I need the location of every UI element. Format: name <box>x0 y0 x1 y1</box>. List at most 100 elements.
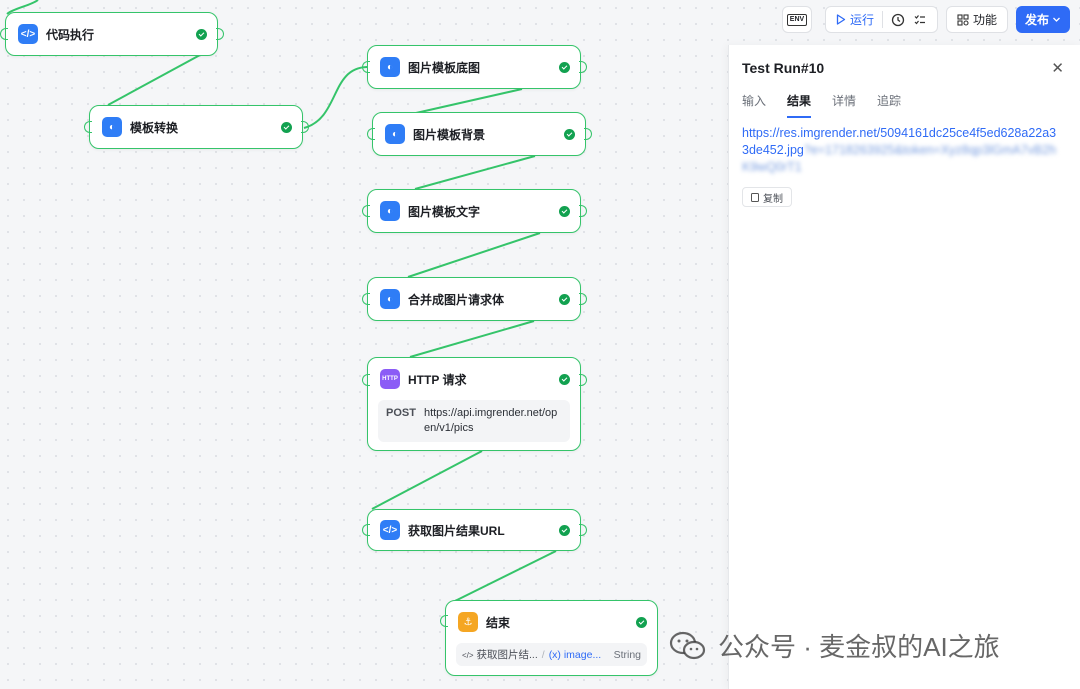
success-check-icon <box>196 28 207 40</box>
end-variable-type: String <box>613 648 641 661</box>
end-variable: (x) image... <box>548 648 602 661</box>
edge-code-to-template <box>107 54 201 106</box>
test-run-panel: Test Run#10 ✕ 输入 结果 详情 追踪 https://res.im… <box>728 45 1080 689</box>
template-icon: ◐ <box>102 117 122 137</box>
node-title: 图片模板文字 <box>408 204 481 219</box>
edge-base-to-bg <box>415 88 523 114</box>
node-code-exec[interactable]: </> 代码执行 <box>0 12 224 56</box>
code-icon: </> <box>462 651 474 660</box>
tab-trace[interactable]: 追踪 <box>877 94 902 108</box>
end-icon: ⚓ <box>458 612 478 632</box>
node-merge-request-body[interactable]: ◐ 合并成图片请求体 <box>362 277 587 321</box>
publish-label: 发布 <box>1024 13 1049 27</box>
success-check-icon <box>559 61 570 73</box>
tab-input[interactable]: 输入 <box>742 94 767 108</box>
run-label: 运行 <box>849 13 874 27</box>
template-icon: ◐ <box>380 201 400 221</box>
edge-geturl-to-end <box>454 550 557 602</box>
success-check-icon <box>559 205 570 217</box>
input-port[interactable] <box>367 128 375 140</box>
run-button[interactable]: 运行 <box>836 11 874 28</box>
http-icon: HTTP <box>380 369 400 389</box>
toolbar-divider <box>882 11 883 28</box>
env-button[interactable]: ENV <box>782 6 812 33</box>
output-port[interactable] <box>584 128 592 140</box>
node-title: HTTP 请求 <box>408 372 467 387</box>
output-port[interactable] <box>579 374 587 386</box>
template-icon: ◐ <box>380 57 400 77</box>
output-port[interactable] <box>579 205 587 217</box>
node-template-background[interactable]: ◐ 图片模板背景 <box>367 112 592 156</box>
input-port[interactable] <box>362 293 370 305</box>
output-port[interactable] <box>579 61 587 73</box>
node-title: 图片模板背景 <box>413 127 486 142</box>
end-separator: / <box>541 648 545 661</box>
end-output-variable: </> 获取图片结... / (x) image... String <box>456 643 647 666</box>
panel-tabs: 输入 结果 详情 追踪 <box>742 92 922 118</box>
edge-http-to-geturl <box>371 450 483 510</box>
watermark-text: 公众号 · 麦金叔的AI之旅 <box>718 632 1000 662</box>
close-icon[interactable]: ✕ <box>1051 60 1064 77</box>
result-url[interactable]: https://res.imgrender.net/5094161dc25ce4… <box>742 125 1062 176</box>
http-request-summary: POST https://api.imgrender.net/open/v1/p… <box>378 400 570 442</box>
output-port[interactable] <box>579 293 587 305</box>
success-check-icon <box>564 128 575 140</box>
history-icon[interactable] <box>891 13 905 27</box>
edge-text-to-merge <box>407 232 541 278</box>
node-title: 图片模板底图 <box>408 60 481 75</box>
node-http-request[interactable]: HTTP HTTP 请求 POST https://api.imgrender.… <box>362 357 587 451</box>
features-icon <box>957 13 969 26</box>
features-button[interactable]: 功能 <box>946 6 1008 33</box>
http-method: POST <box>386 407 416 419</box>
tab-details[interactable]: 详情 <box>832 94 857 108</box>
input-port[interactable] <box>0 28 8 40</box>
node-title: 合并成图片请求体 <box>408 292 505 307</box>
input-port[interactable] <box>440 615 448 627</box>
input-port[interactable] <box>84 121 92 133</box>
run-toolbar-group: 运行 <box>825 6 938 33</box>
play-icon <box>836 14 846 25</box>
success-check-icon <box>559 524 570 536</box>
node-title: 模板转换 <box>130 120 179 135</box>
output-port[interactable] <box>301 121 309 133</box>
copy-icon <box>751 192 759 202</box>
success-check-icon <box>559 373 570 385</box>
node-template-text[interactable]: ◐ 图片模板文字 <box>362 189 587 233</box>
copy-label: 复制 <box>763 193 783 205</box>
result-url-obscured: ?e=1718263925&token=Xyz8qp3lGmA7vB2hK9wQ… <box>742 143 1057 174</box>
success-check-icon <box>636 616 647 628</box>
edge-template-to-base <box>303 66 368 129</box>
features-label: 功能 <box>972 13 997 27</box>
node-title: 获取图片结果URL <box>408 523 505 538</box>
code-icon: </> <box>18 24 38 44</box>
input-port[interactable] <box>362 524 370 536</box>
output-port[interactable] <box>216 28 224 40</box>
node-end[interactable]: ⚓ 结束 </> 获取图片结... / (x) image... String <box>440 600 658 676</box>
input-port[interactable] <box>362 374 370 386</box>
node-title: 代码执行 <box>46 27 95 42</box>
input-port[interactable] <box>362 61 370 73</box>
panel-title: Test Run#10 <box>742 60 825 76</box>
result-url-visible: https://res.imgrender.net/5094161dc25ce4… <box>742 126 1057 157</box>
node-template-convert[interactable]: ◐ 模板转换 <box>84 105 309 149</box>
input-port[interactable] <box>362 205 370 217</box>
copy-button[interactable]: 复制 <box>742 187 792 207</box>
watermark: 公众号 · 麦金叔的AI之旅 <box>668 627 1000 664</box>
wechat-icon <box>669 631 706 659</box>
tab-result[interactable]: 结果 <box>787 92 812 118</box>
template-icon: ◐ <box>385 124 405 144</box>
http-url: https://api.imgrender.net/open/v1/pics <box>423 407 558 434</box>
checklist-icon[interactable] <box>913 13 927 27</box>
edge-bg-to-text <box>414 155 536 190</box>
publish-button[interactable]: 发布 <box>1016 6 1070 33</box>
node-template-base[interactable]: ◐ 图片模板底图 <box>362 45 587 89</box>
success-check-icon <box>559 293 570 305</box>
template-icon: ◐ <box>380 289 400 309</box>
edge-merge-to-http <box>409 320 535 358</box>
node-get-image-url[interactable]: </> 获取图片结果URL <box>362 509 587 551</box>
success-check-icon <box>281 121 292 133</box>
output-port[interactable] <box>579 524 587 536</box>
node-title: 结束 <box>486 615 511 630</box>
chevron-down-icon <box>1053 17 1060 22</box>
